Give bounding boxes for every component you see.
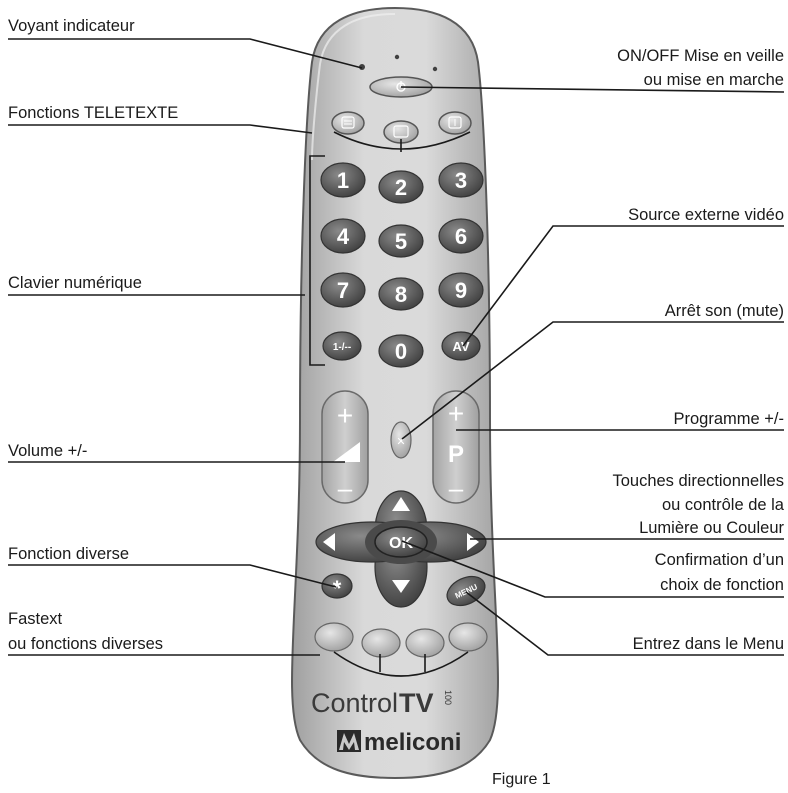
label-direction-3: Lumière ou Couleur bbox=[639, 518, 784, 538]
key-2-label: 2 bbox=[395, 175, 407, 200]
key-5-label: 5 bbox=[395, 229, 407, 254]
label-fastext-2: ou fonctions diverses bbox=[8, 634, 163, 654]
label-voyant: Voyant indicateur bbox=[8, 16, 135, 36]
program-plus-label: + bbox=[448, 398, 464, 429]
label-menu-entry: Entrez dans le Menu bbox=[633, 634, 784, 654]
fastext-button-3 bbox=[406, 629, 444, 657]
key-7-label: 7 bbox=[337, 278, 349, 303]
label-programme: Programme +/- bbox=[674, 409, 785, 429]
teletext-button-1 bbox=[332, 112, 364, 134]
star-label: * bbox=[333, 576, 342, 601]
label-volume: Volume +/- bbox=[8, 441, 87, 461]
label-source: Source externe vidéo bbox=[628, 205, 784, 225]
label-confirm-2: choix de fonction bbox=[660, 575, 784, 595]
fastext-button-2 bbox=[362, 629, 400, 657]
key-8-label: 8 bbox=[395, 282, 407, 307]
label-onoff-1: ON/OFF Mise en veille bbox=[617, 46, 784, 66]
program-minus-label: – bbox=[449, 473, 464, 503]
program-p-label: P bbox=[448, 441, 464, 468]
label-fastext-1: Fastext bbox=[8, 609, 62, 629]
brand-model: 100 bbox=[443, 690, 453, 705]
volume-minus-label: – bbox=[338, 473, 353, 503]
label-direction-2: ou contrôle de la bbox=[662, 495, 784, 515]
label-teletexte: Fonctions TELETEXTE bbox=[8, 103, 178, 123]
brand-control: Control bbox=[311, 688, 398, 718]
label-onoff-2: ou mise en marche bbox=[644, 70, 784, 90]
label-mute: Arrêt son (mute) bbox=[665, 301, 784, 321]
label-diverse: Fonction diverse bbox=[8, 544, 129, 564]
key-3-label: 3 bbox=[455, 168, 467, 193]
meliconi-logo-icon bbox=[337, 730, 361, 752]
key-4-label: 4 bbox=[337, 224, 350, 249]
label-confirm-1: Confirmation d’un bbox=[655, 550, 784, 570]
key-0-label: 0 bbox=[395, 339, 407, 364]
label-clavier: Clavier numérique bbox=[8, 273, 142, 293]
label-direction-1: Touches directionnelles bbox=[612, 471, 784, 491]
volume-plus-label: + bbox=[337, 400, 353, 431]
fastext-button-1 bbox=[315, 623, 353, 651]
brand-tv: TV bbox=[399, 688, 434, 718]
key-dash-label: 1-/-- bbox=[333, 342, 351, 353]
fastext-button-4 bbox=[449, 623, 487, 651]
figure-caption: Figure 1 bbox=[492, 771, 551, 789]
brand-meliconi: meliconi bbox=[364, 729, 461, 756]
key-6-label: 6 bbox=[455, 224, 467, 249]
key-1-label: 1 bbox=[337, 168, 349, 193]
key-9-label: 9 bbox=[455, 278, 467, 303]
